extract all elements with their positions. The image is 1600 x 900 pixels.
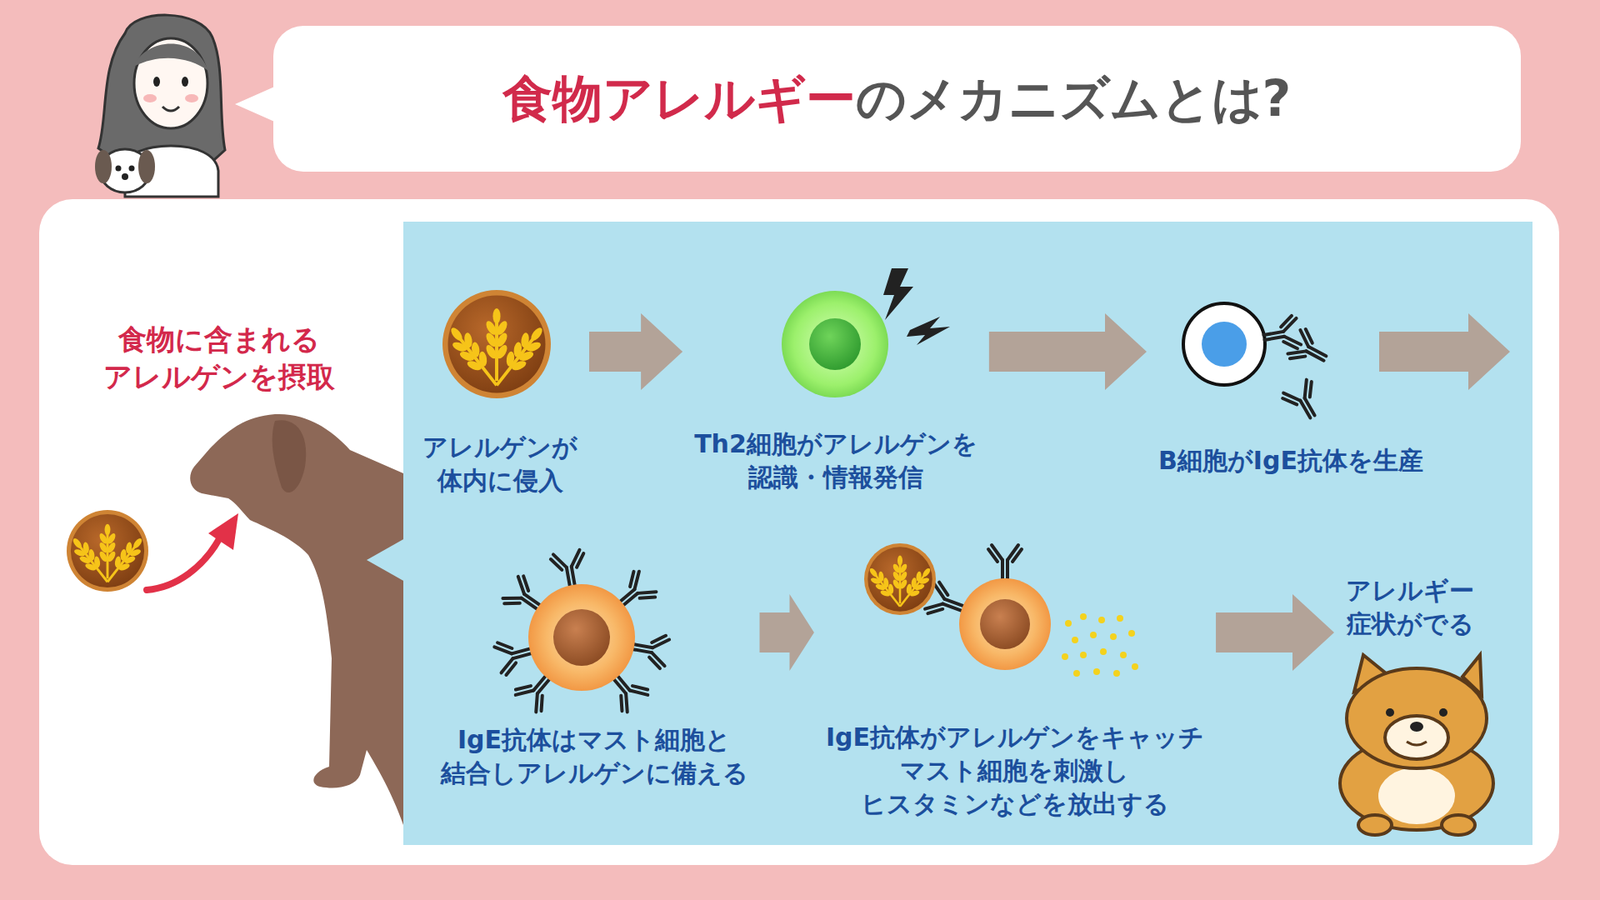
mast-cell bbox=[493, 549, 670, 715]
step-label: 食物に含まれる アレルゲンを摂取 bbox=[103, 320, 335, 396]
flow-arrow bbox=[589, 313, 683, 390]
step-label: IgE抗体がアレルゲンをキャッチ マスト細胞を刺激し ヒスタミンなどを放出する bbox=[825, 720, 1205, 821]
content-panel bbox=[39, 199, 1560, 865]
intake-arrow bbox=[146, 513, 239, 590]
process-panel bbox=[403, 221, 1533, 845]
th2-cell bbox=[781, 268, 950, 398]
process-step: Th2細胞がアレルゲンを 認識・情報発信 bbox=[690, 287, 981, 495]
process-step: アレルゲンが 体内に侵入 bbox=[419, 287, 581, 498]
process-step: アレルギー 症状がでる bbox=[1342, 574, 1478, 641]
process-step: IgE抗体がアレルゲンをキャッチ マスト細胞を刺激し ヒスタミンなどを放出する bbox=[822, 545, 1208, 821]
intake-step: 食物に含まれる アレルゲンを摂取 bbox=[100, 320, 339, 396]
diagram-title: 食物アレルギーのメカニズムとは? bbox=[502, 68, 1292, 129]
panel-pointer bbox=[366, 538, 405, 582]
b-cell bbox=[1183, 303, 1333, 425]
flow-arrow bbox=[989, 313, 1147, 390]
allergen-icon bbox=[66, 510, 150, 592]
speech-bubble bbox=[235, 25, 1521, 172]
step-label: IgE抗体はマスト細胞と 結合しアレルゲンに備える bbox=[440, 723, 749, 790]
mast-cell-activated bbox=[864, 543, 1139, 677]
step-label: B細胞がIgE抗体を生産 bbox=[1158, 444, 1424, 478]
flow-arrow bbox=[1215, 594, 1335, 671]
shiba-dog bbox=[1340, 655, 1494, 835]
process-step: IgE抗体はマスト細胞と 結合しアレルゲンに備える bbox=[437, 550, 752, 790]
dog-silhouette bbox=[190, 414, 417, 825]
allergen-icon bbox=[442, 290, 552, 399]
flow-arrow bbox=[1379, 313, 1510, 390]
step-label: アレルゲンが 体内に侵入 bbox=[422, 430, 578, 498]
process-step: B細胞がIgE抗体を生産 bbox=[1155, 287, 1427, 478]
step-label: アレルギー 症状がでる bbox=[1345, 574, 1475, 641]
flow-arrow bbox=[760, 594, 815, 671]
presenter-figure bbox=[95, 15, 225, 197]
step-label: Th2細胞がアレルゲンを 認識・情報発信 bbox=[694, 427, 978, 495]
